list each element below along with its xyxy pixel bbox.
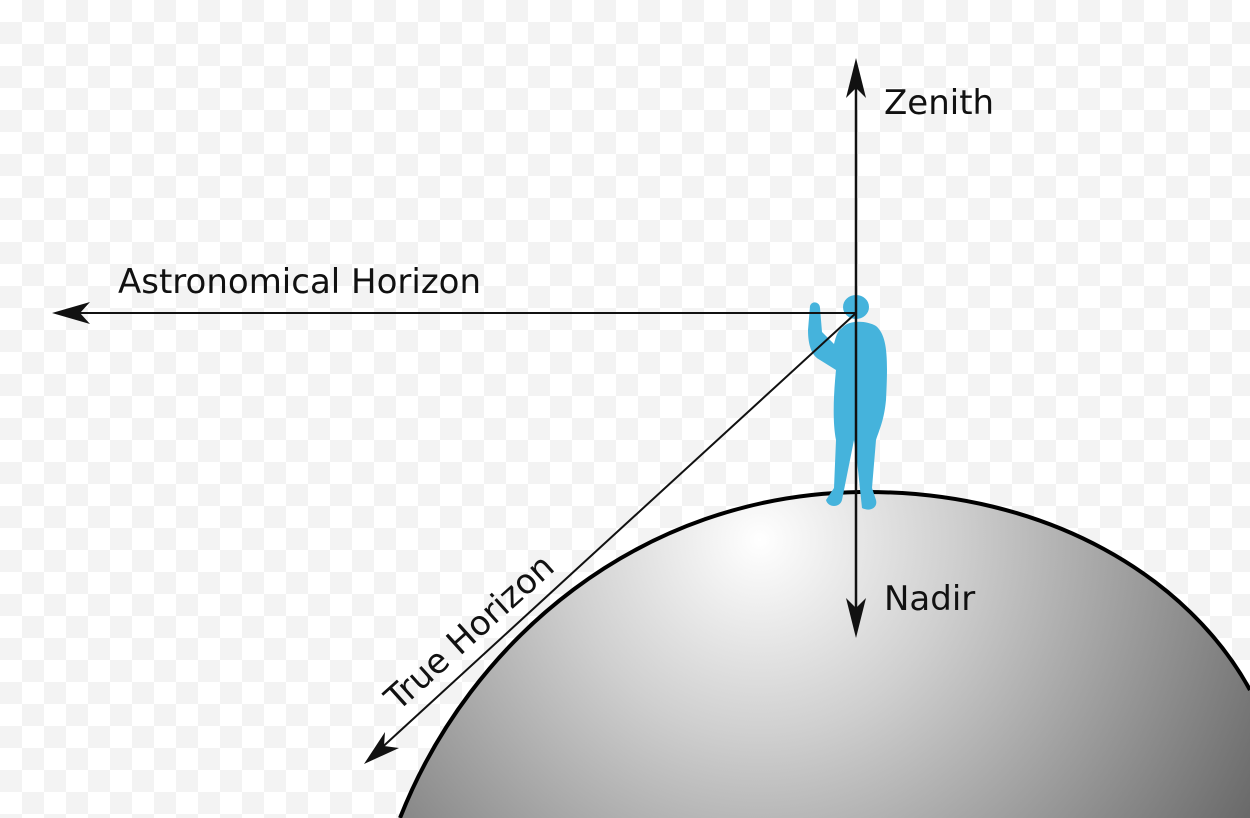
zenith-label: Zenith [884,83,994,123]
true-horizon-arrowhead [364,732,399,764]
earth-sphere-icon [400,491,1250,818]
astronomical-horizon-arrowhead [52,302,90,324]
person-figure-icon [808,295,887,510]
nadir-arrowhead [846,598,866,638]
true-horizon-line [375,312,857,754]
astronomical-horizon-label: Astronomical Horizon [118,262,481,302]
zenith-arrowhead [846,58,866,98]
nadir-label: Nadir [884,579,975,619]
